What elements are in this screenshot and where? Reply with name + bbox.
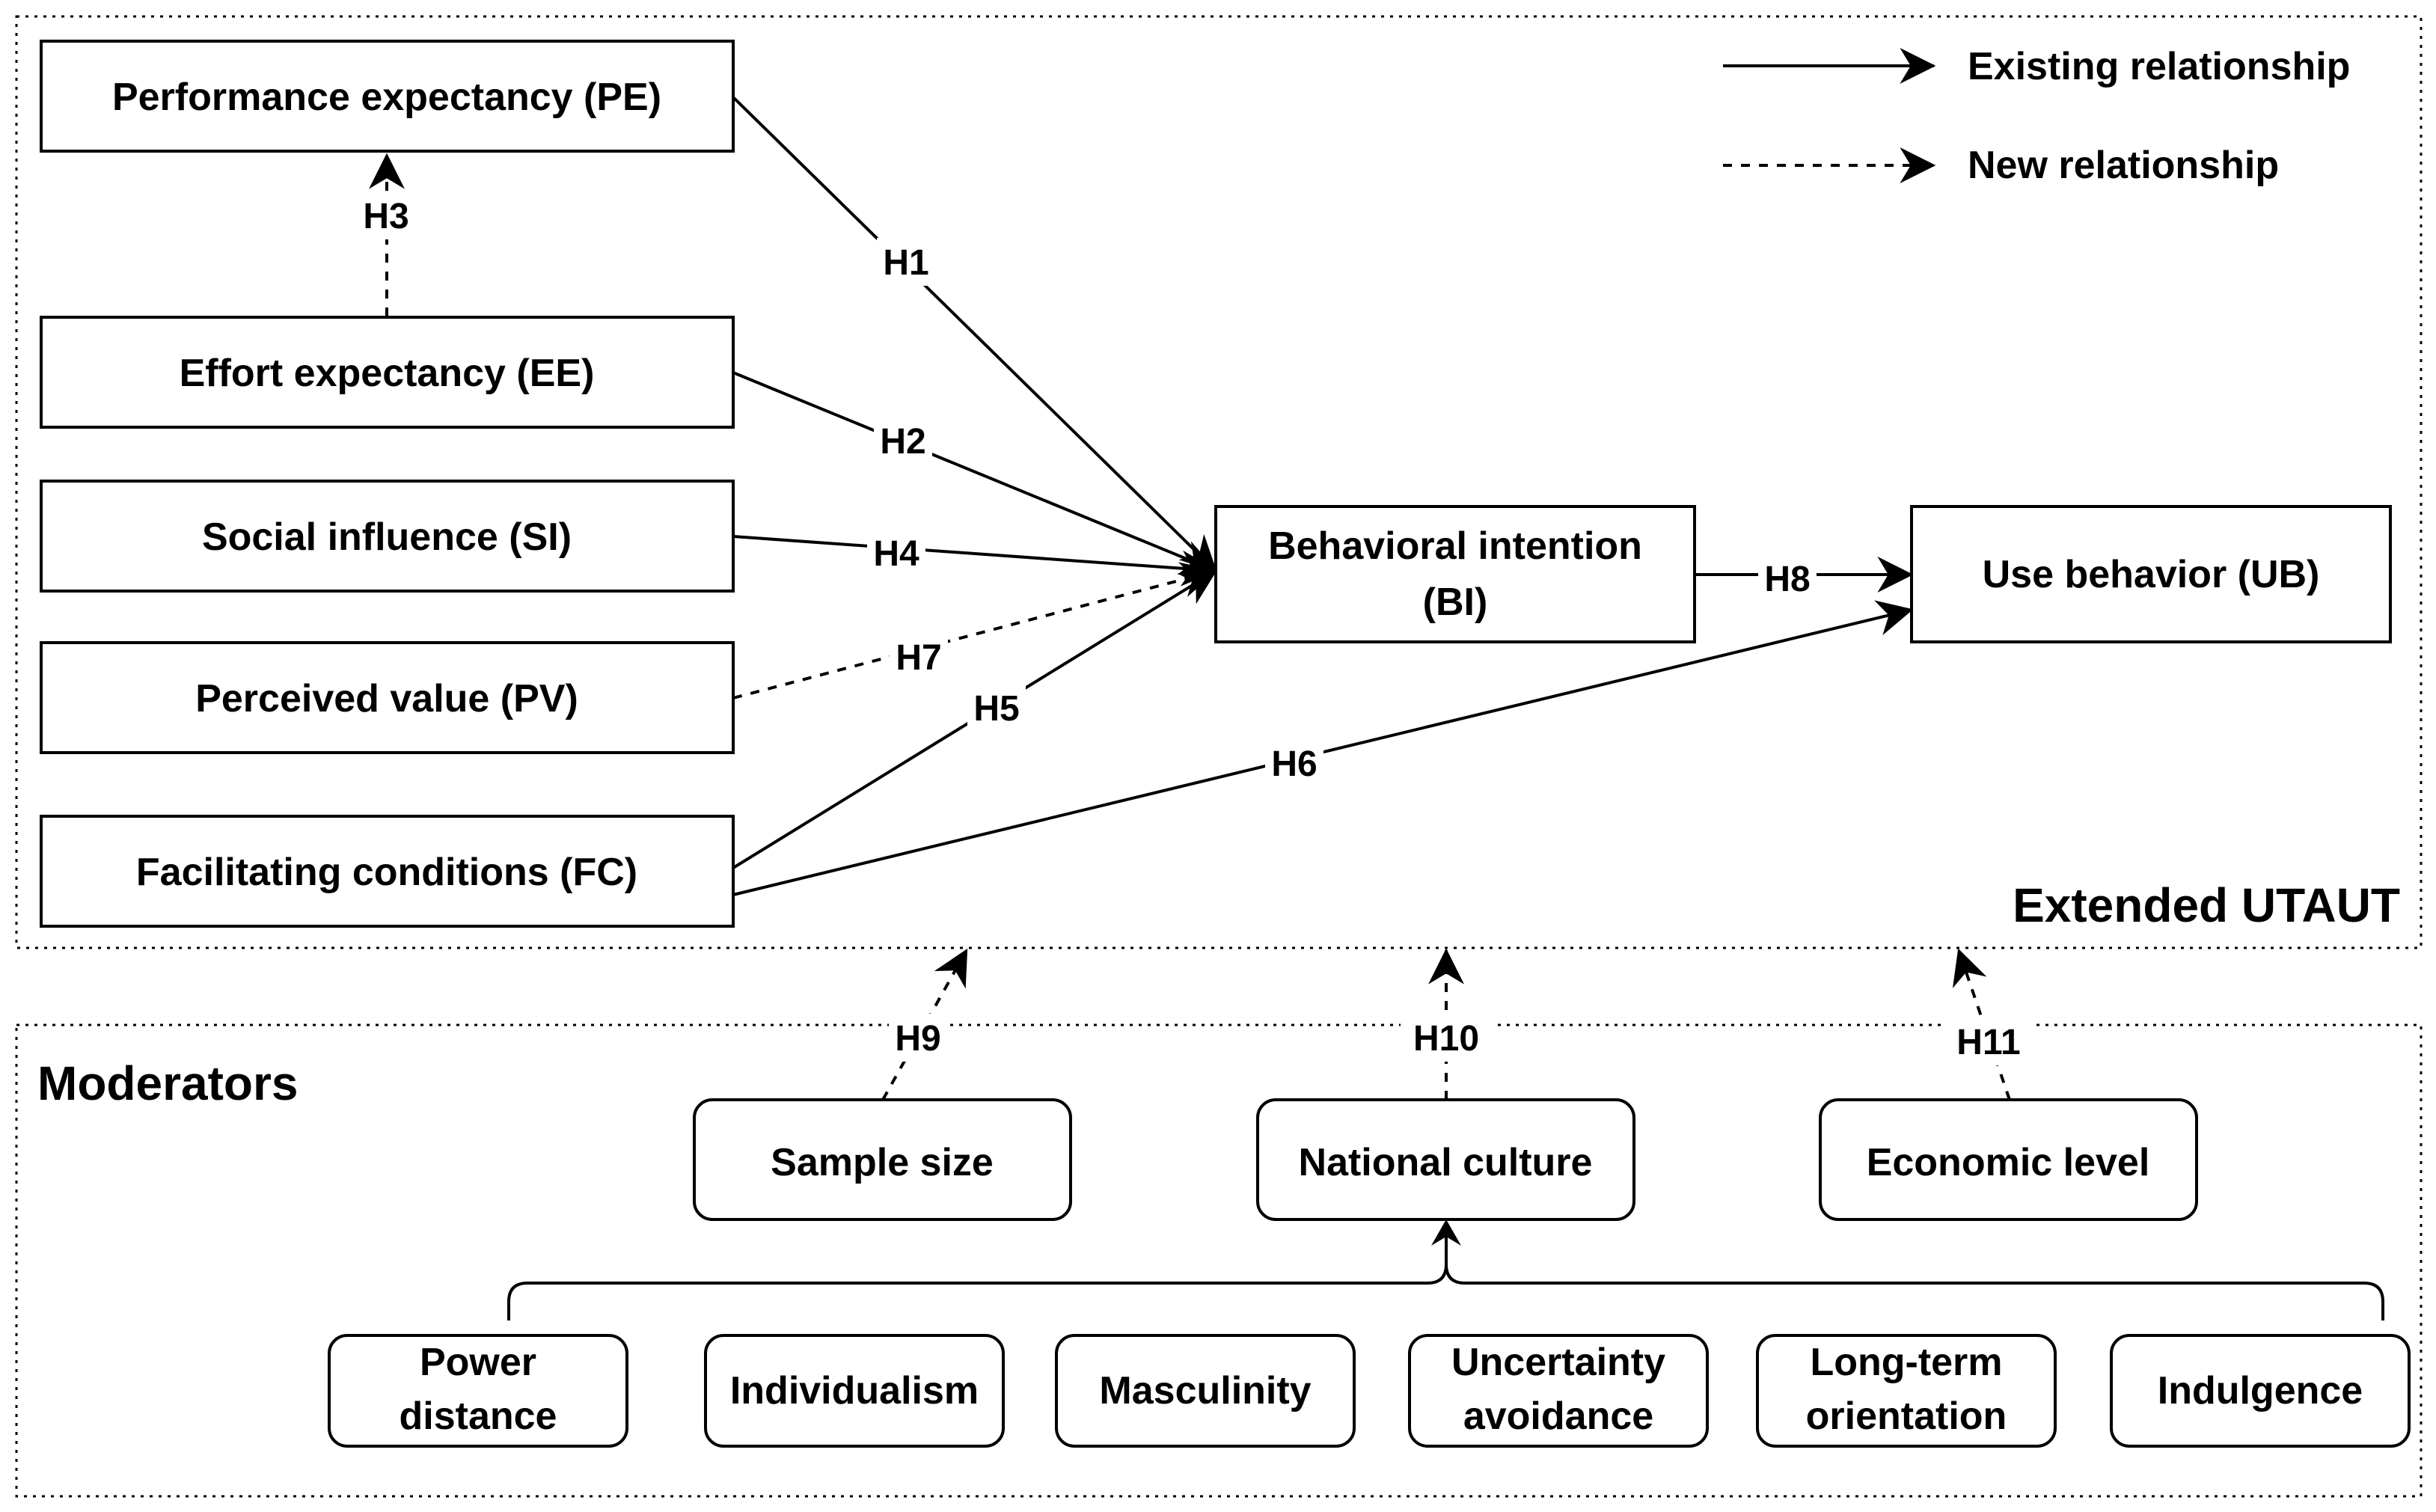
dimension-power-distance-box: [328, 1334, 628, 1448]
moderator-sample-size-label: Sample size: [771, 1141, 994, 1184]
h5-label-bg: [967, 684, 1026, 732]
dimension-uncertainty-avoidance-line-2: avoidance: [1463, 1395, 1653, 1438]
dimension-long-term-orientation-box: [1756, 1334, 2057, 1448]
construct-pv: Perceived value (PV): [40, 641, 735, 754]
moderators-region: [15, 1023, 2423, 1498]
moderator-economic-level: Economic level: [1819, 1098, 2198, 1221]
dimension-uncertainty-avoidance: Uncertainty avoidance: [1408, 1334, 1709, 1448]
h8-label: H8: [1764, 560, 1810, 599]
moderator-national-culture-label: National culture: [1299, 1141, 1593, 1184]
dimension-indulgence-box: [2110, 1334, 2411, 1448]
hypothesis-labels: H1 H2 H3 H4 H5 H6 H7 H8 H9 H10 H11: [357, 192, 2034, 1065]
h10-label-bg: [1401, 1014, 1492, 1062]
legend-new-label: New relationship: [1968, 144, 2279, 187]
dimension-indulgence: Indulgence: [2110, 1334, 2411, 1448]
h11-label: H11: [1956, 1023, 2020, 1062]
h5-label: H5: [973, 689, 1019, 729]
h3-label-bg: [357, 192, 415, 239]
h8-label-bg: [1758, 554, 1817, 602]
culture-brace: [507, 1223, 2384, 1320]
construct-pv-label: Perceived value (PV): [195, 677, 578, 720]
edge-ee-bi: [732, 371, 1218, 575]
construct-pe-box: [40, 40, 735, 153]
h7-label: H7: [896, 638, 941, 678]
h2-label: H2: [880, 422, 925, 462]
culture-brace-arrowhead: [1431, 1219, 1461, 1246]
legend-existing-label: Existing relationship: [1968, 45, 2350, 88]
h2-label-bg: [874, 417, 932, 465]
dimension-masculinity-box: [1055, 1334, 1356, 1448]
construct-si-box: [40, 480, 735, 593]
dimension-long-term-orientation-line-2: orientation: [1806, 1395, 2007, 1438]
moderator-sample-size-box: [693, 1098, 1072, 1221]
construct-ub-box: [1910, 505, 2392, 643]
moderator-sample-size: Sample size: [693, 1098, 1072, 1221]
h6-label-bg: [1265, 739, 1323, 787]
h9-label: H9: [895, 1019, 940, 1059]
construct-si-label: Social influence (SI): [202, 515, 572, 559]
dimension-individualism-box: [704, 1334, 1005, 1448]
construct-si: Social influence (SI): [40, 480, 735, 593]
construct-fc: Facilitating conditions (FC): [40, 815, 735, 928]
dimension-indulgence-label: Indulgence: [2158, 1369, 2363, 1412]
dimension-masculinity: Masculinity: [1055, 1334, 1356, 1448]
h11-label-bg: [1943, 1017, 2034, 1065]
construct-ee-box: [40, 316, 735, 429]
construct-pe-label: Performance expectancy (PE): [112, 76, 661, 119]
h10-label: H10: [1413, 1019, 1479, 1059]
h1-label-bg: [877, 238, 935, 286]
dimension-uncertainty-avoidance-line-1: Uncertainty: [1451, 1341, 1665, 1384]
edge-pv-bi: [732, 562, 1218, 700]
dimension-individualism-label: Individualism: [730, 1369, 979, 1412]
construct-bi-label-line-2: (BI): [1423, 581, 1488, 624]
dimension-uncertainty-avoidance-box: [1408, 1334, 1709, 1448]
edge-si-bi: [732, 535, 1218, 587]
dimension-individualism: Individualism: [704, 1334, 1005, 1448]
h1-label: H1: [883, 243, 928, 283]
h9-label-bg: [889, 1014, 947, 1062]
moderator-economic-level-box: [1819, 1098, 2198, 1221]
construct-ee: Effort expectancy (EE): [40, 316, 735, 429]
extended-utaut-title: Extended UTAUT: [2013, 878, 2400, 932]
dimension-power-distance-line-2: distance: [400, 1395, 557, 1438]
construct-ub-label: Use behavior (UB): [1983, 553, 2320, 596]
construct-bi-box: [1214, 505, 1696, 643]
construct-ub: Use behavior (UB): [1910, 505, 2392, 643]
dimension-long-term-orientation: Long-term orientation: [1756, 1334, 2057, 1448]
construct-bi: Behavioral intention (BI): [1214, 505, 1696, 643]
moderators-title: Moderators: [37, 1056, 299, 1110]
moderator-economic-level-label: Economic level: [1867, 1141, 2150, 1184]
legend: Existing relationship New relationship: [1723, 45, 2350, 187]
construct-fc-box: [40, 815, 735, 928]
construct-fc-label: Facilitating conditions (FC): [136, 851, 637, 894]
construct-bi-label-line-1: Behavioral intention: [1268, 524, 1642, 568]
dimension-masculinity-label: Masculinity: [1099, 1369, 1311, 1412]
h3-label: H3: [363, 197, 408, 236]
construct-pe: Performance expectancy (PE): [40, 40, 735, 153]
moderator-national-culture: National culture: [1256, 1098, 1635, 1221]
extended-utaut-region: [15, 15, 2423, 949]
construct-pv-box: [40, 641, 735, 754]
dimension-power-distance-line-1: Power: [420, 1341, 536, 1384]
construct-ee-label: Effort expectancy (EE): [180, 352, 595, 395]
dimension-long-term-orientation-line-1: Long-term: [1810, 1341, 2002, 1384]
moderator-national-culture-box: [1256, 1098, 1635, 1221]
h4-label-bg: [867, 529, 925, 577]
dimension-power-distance: Power distance: [328, 1334, 628, 1448]
h4-label: H4: [873, 534, 919, 574]
edges: [369, 96, 2384, 1320]
h7-label-bg: [890, 633, 948, 681]
h6-label: H6: [1271, 744, 1317, 784]
edge-pe-bi: [732, 96, 1217, 572]
